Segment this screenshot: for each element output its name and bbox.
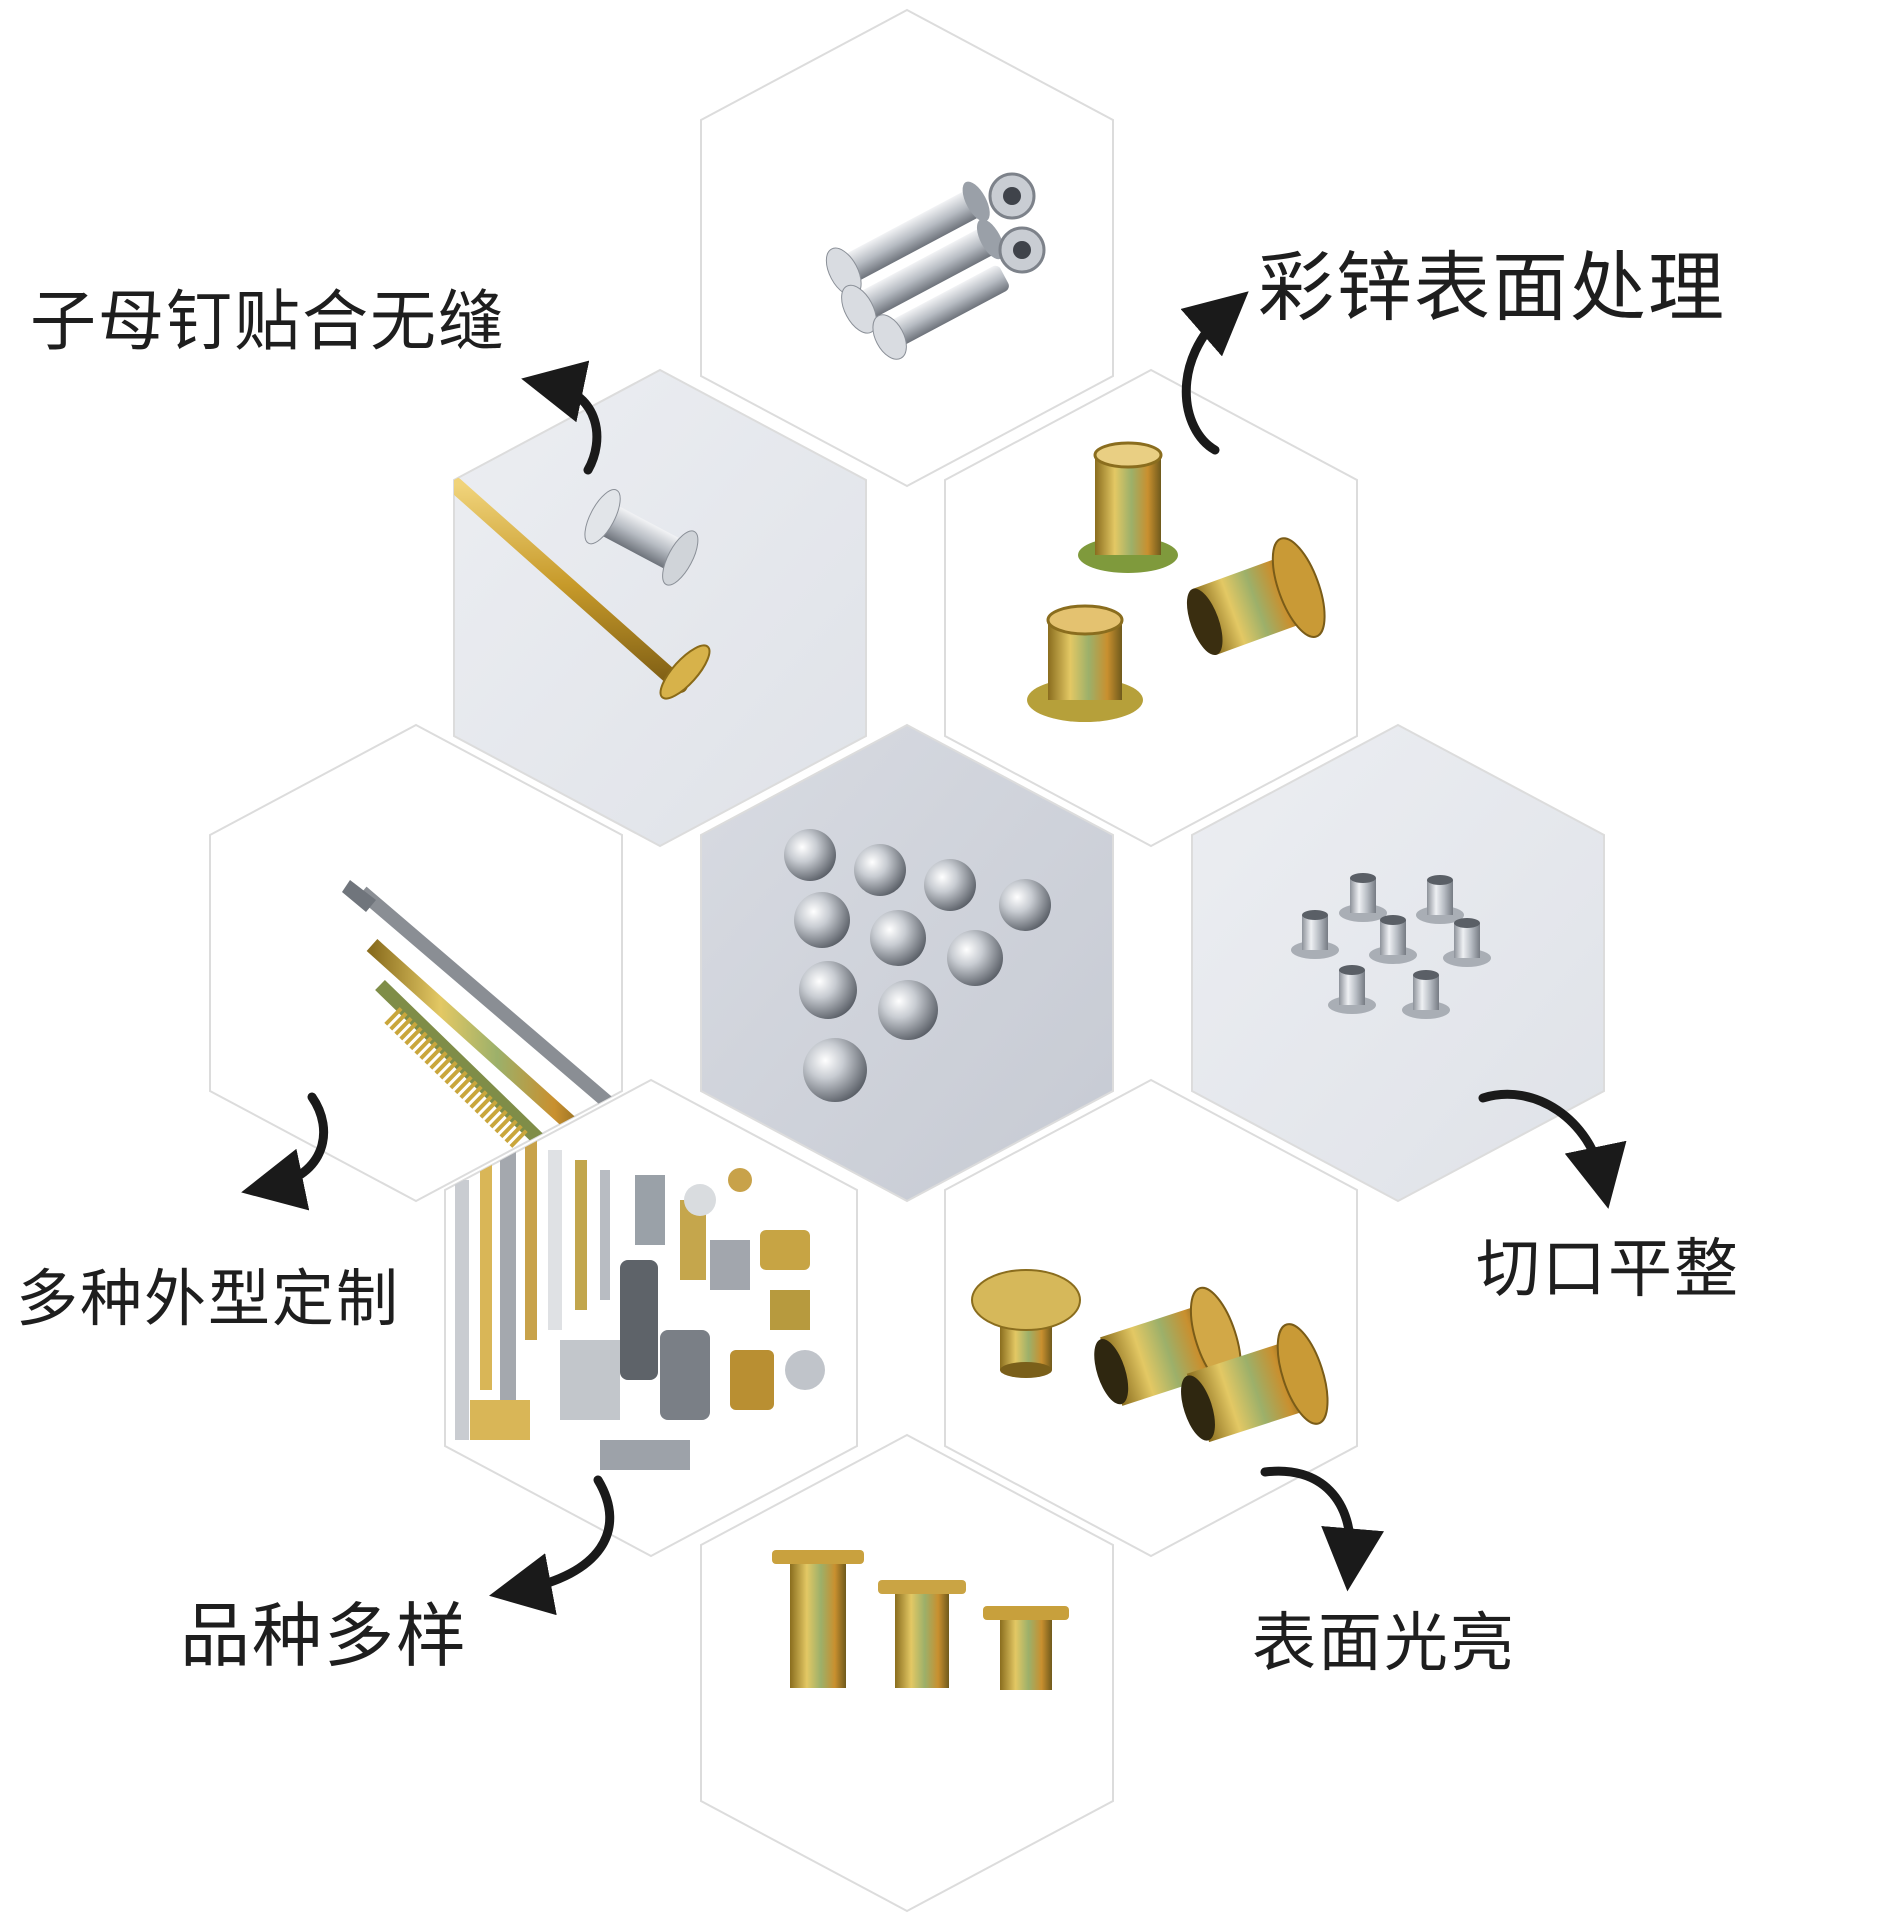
label-custom-shapes: 多种外型定制 (16, 1262, 401, 1335)
arrow-color-zinc (1180, 291, 1249, 455)
long-pins-image (342, 880, 622, 1166)
arrow-custom-shapes (241, 1092, 329, 1211)
assorted-fasteners-image (455, 1140, 825, 1470)
aluminum-sex-bolts-image (825, 172, 1046, 360)
hex-center (700, 723, 1114, 1203)
arrow-flat-cut (1478, 1089, 1627, 1209)
color-zinc-rivets-image (1027, 441, 1326, 722)
three-rivets-image (772, 1550, 1069, 1690)
arrow-glossy (1260, 1466, 1384, 1592)
hex-lower-right (944, 1078, 1358, 1558)
hex-upper-right (944, 368, 1358, 848)
label-flat-cut: 切口平整 (1476, 1233, 1740, 1307)
hex-right (1191, 723, 1605, 1203)
label-variety: 品种多样 (180, 1595, 468, 1677)
hex-bottom (700, 1433, 1114, 1913)
hex-upper-left (453, 368, 867, 848)
flat-cut-rivets-image (1291, 873, 1491, 1019)
label-glossy: 表面光亮 (1252, 1607, 1516, 1681)
label-color-zinc: 彩锌表面处理 (1258, 243, 1726, 332)
snap-rivet-brass-image (454, 477, 711, 700)
glossy-rivets-image (971, 1269, 1329, 1443)
hex-top (700, 8, 1114, 488)
arrow-variety (489, 1475, 615, 1616)
hex-left (209, 723, 623, 1203)
dome-rivets-image (784, 829, 1051, 1102)
hex-lower-left (444, 1078, 858, 1558)
arrow-snap-rivet (521, 360, 602, 475)
label-snap-rivet: 子母钉贴合无缝 (30, 283, 506, 360)
